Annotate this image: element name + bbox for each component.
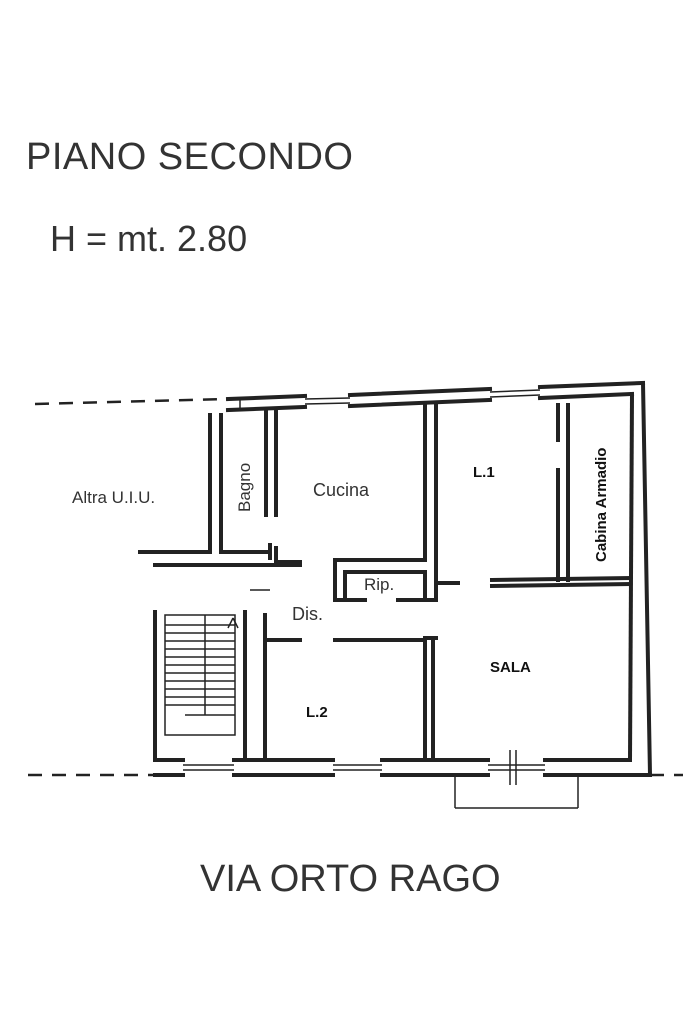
bedroom-1-walls xyxy=(434,403,633,589)
room-label-other-unit: Altra U.I.U. xyxy=(72,488,155,507)
hall-walls xyxy=(250,589,438,762)
room-label-bedroom-1: L.1 xyxy=(473,464,495,481)
bathroom-walls xyxy=(138,408,302,567)
room-label-living-room: SALA xyxy=(490,659,531,676)
street-name: VIA ORTO RAGO xyxy=(200,858,501,900)
room-label-bathroom: Bagno xyxy=(235,463,254,512)
room-label-kitchen: Cucina xyxy=(313,480,370,500)
balcony xyxy=(454,775,579,809)
room-label-bedroom-2: L.2 xyxy=(306,704,328,721)
room-label-walk-in-closet: Cabina Armadio xyxy=(593,448,610,562)
room-label-storage: Rip. xyxy=(364,575,394,594)
room-label-hall: Dis. xyxy=(292,604,323,624)
exterior-wall-bottom xyxy=(153,750,652,785)
exterior-wall-right xyxy=(627,380,653,778)
stairwell xyxy=(153,610,267,762)
boundary-line-top xyxy=(34,397,229,406)
floor-title: PIANO SECONDO xyxy=(26,136,354,178)
ceiling-height-label: H = mt. 2.80 xyxy=(50,218,248,259)
kitchen-walls xyxy=(333,403,438,602)
